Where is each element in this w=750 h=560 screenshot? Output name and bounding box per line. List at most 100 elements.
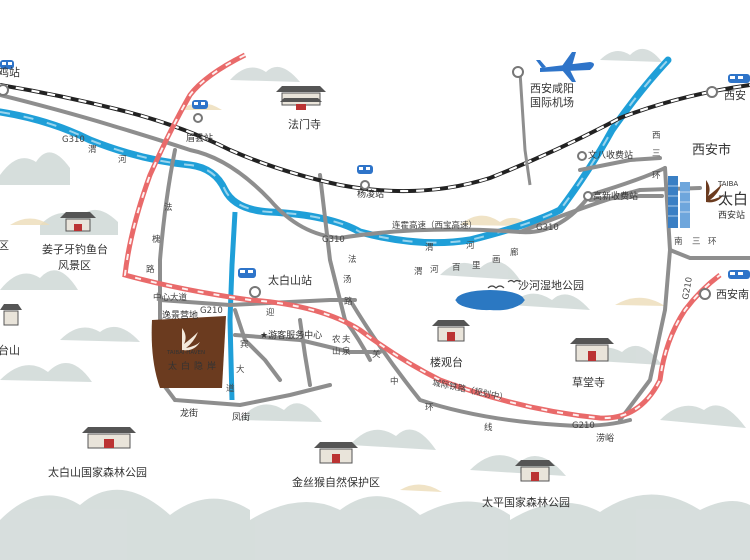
road-label-nansanhuan-2: 环	[708, 237, 717, 247]
river-label-weihe-right-1: 河	[466, 240, 475, 251]
road-label-fahuai-1: 槐	[152, 234, 161, 245]
place-label-taibai-forest: 太白山国家森林公园	[48, 465, 147, 479]
haven-brand-cn-1: 白	[181, 360, 190, 372]
place-label-qu: 区	[0, 239, 9, 252]
place-label-longjie: 龙街	[180, 407, 198, 419]
train-icon	[357, 165, 373, 174]
train-icon	[238, 268, 256, 278]
road-label-fahuai-0: 法	[164, 202, 173, 213]
road-fahuai	[158, 148, 177, 402]
road-label-fahuai-2: 路	[146, 264, 155, 275]
road-label-weihe-bali-3: 里	[472, 261, 481, 271]
road-label-lianhuo: 连霍高速（西宝高速）	[392, 220, 477, 231]
place-label-laoyu: 涝峪	[596, 432, 614, 444]
station-dot-baoji	[0, 84, 9, 96]
road-label-guanzhong-3: 线	[484, 422, 493, 433]
haven-brand-cn-2: 隐	[194, 360, 203, 372]
xian-logo-icon	[706, 180, 724, 203]
place-label-shahe: 沙河湿地公园	[518, 279, 584, 292]
road-label-farm-0: 农	[332, 334, 341, 345]
place-label-fengjie: 凤街	[232, 411, 250, 423]
toll-label-gaoxin: 高新收费站	[593, 190, 638, 202]
road-label-zhongxin: 中心大道	[153, 292, 188, 303]
train-icon	[192, 100, 208, 109]
bird-icon	[487, 279, 521, 289]
place-label-yiyi-camp: 逸景营地	[162, 309, 198, 321]
place-label-famen: 法门寺	[288, 117, 321, 131]
road-lianhuo	[338, 166, 667, 240]
station-dot-xian-south	[699, 288, 711, 300]
road-gaoxin	[588, 194, 664, 202]
haven-brand-cn-0: 太	[168, 360, 177, 372]
skyscraper-icon	[668, 176, 690, 228]
road-label-g210-mid: G210	[200, 306, 223, 316]
road-guanzhong	[348, 298, 632, 428]
road-xian-south	[618, 248, 672, 422]
station-dot-airport	[512, 66, 524, 78]
louguan-icon	[432, 320, 470, 342]
station-dot-meixian	[193, 113, 203, 123]
road-label-xisanhuan-0: 西	[652, 131, 661, 141]
road-label-g210-low: G210	[572, 421, 595, 431]
place-label-visitor-center: ★游客服务中心	[260, 329, 322, 341]
station-label-meixian: 眉县站	[186, 132, 213, 144]
road-label-guanzhong-2: 环	[425, 403, 434, 413]
place-label-jinsi: 金丝猴自然保护区	[292, 475, 380, 489]
haven-plot	[151, 316, 226, 388]
station-dot-wenba	[577, 151, 587, 161]
train-icon	[728, 270, 750, 279]
city-label-xian-south: 西安南	[716, 287, 749, 301]
train-icon	[728, 74, 750, 83]
road-label-farm-3: 泉	[342, 346, 351, 357]
train-icon	[0, 60, 14, 69]
haven-brand-en: TAIBAI·HAVEN	[166, 350, 205, 356]
road-label-guanzhong-0: 关	[372, 349, 381, 360]
toll-label-wenba: 文八收费站	[588, 149, 633, 161]
road-label-xisanhuan-2: 环	[652, 171, 661, 181]
station-label-taibaishan: 太白山站	[268, 273, 312, 287]
place-label-taishan: 台山	[0, 343, 20, 357]
road-label-farm-1: 夫	[342, 334, 351, 345]
haven-brand-cn-3: 岸	[207, 361, 216, 372]
road-label-weihe-bali-0: 渭	[414, 266, 423, 277]
road-label-nansanhuan-0: 南	[674, 236, 683, 247]
station-dot-taibaishan	[249, 286, 261, 298]
station-label-airport-2: 国际机场	[530, 95, 574, 109]
place-label-caotang: 草堂寺	[572, 376, 605, 389]
station-dot-yangling	[360, 180, 370, 190]
river-label-weihe-left-1: 河	[118, 154, 127, 165]
gate-icon	[82, 427, 136, 449]
gate-icon	[515, 460, 555, 482]
tower-icon	[0, 304, 22, 326]
shahe-lake-tail	[455, 291, 525, 311]
airplane-icon	[536, 52, 594, 82]
road-label-yingbin-0: 迎	[266, 307, 275, 318]
road-label-g310-left: G310	[62, 135, 85, 145]
road-yingbin	[233, 308, 282, 382]
road-label-farm-2: 山	[332, 346, 341, 357]
road-g310	[0, 93, 342, 240]
city-label-xian: 西安市	[692, 142, 731, 158]
xian-brand-cn: 太白	[718, 190, 748, 208]
place-label-jiangziya-2: 风景区	[58, 259, 91, 272]
station-dot-gaoxin	[583, 191, 593, 201]
xian-project-logo	[706, 180, 724, 203]
road-label-g310-mid: G310	[322, 235, 345, 245]
road-label-yingbin-1: 宾	[240, 339, 249, 350]
station-label-baoji: 鸡站	[0, 65, 20, 79]
temple-icon	[276, 86, 326, 110]
road-label-rail-planned: 城际铁路（规划中）	[431, 377, 508, 404]
road-label-fatang-0: 法	[348, 254, 357, 265]
road-label-fatang-1: 汤	[343, 275, 352, 285]
road-label-weihe-bali-1: 河	[430, 264, 439, 275]
road-label-weihe-bali-2: 百	[452, 263, 461, 273]
city-label-xian-top: 西安	[724, 88, 746, 102]
road-label-g310-right: G310	[536, 223, 559, 233]
river-label-weihe-right-0: 渭	[425, 242, 434, 253]
taibai-haven-block[interactable]	[151, 316, 226, 388]
road-label-fatang-2: 路	[344, 296, 353, 307]
road-label-yingbin-3: 道	[226, 383, 235, 394]
station-label-airport-1: 西安咸阳	[530, 81, 574, 95]
road-label-g210-right: G210	[681, 276, 695, 300]
